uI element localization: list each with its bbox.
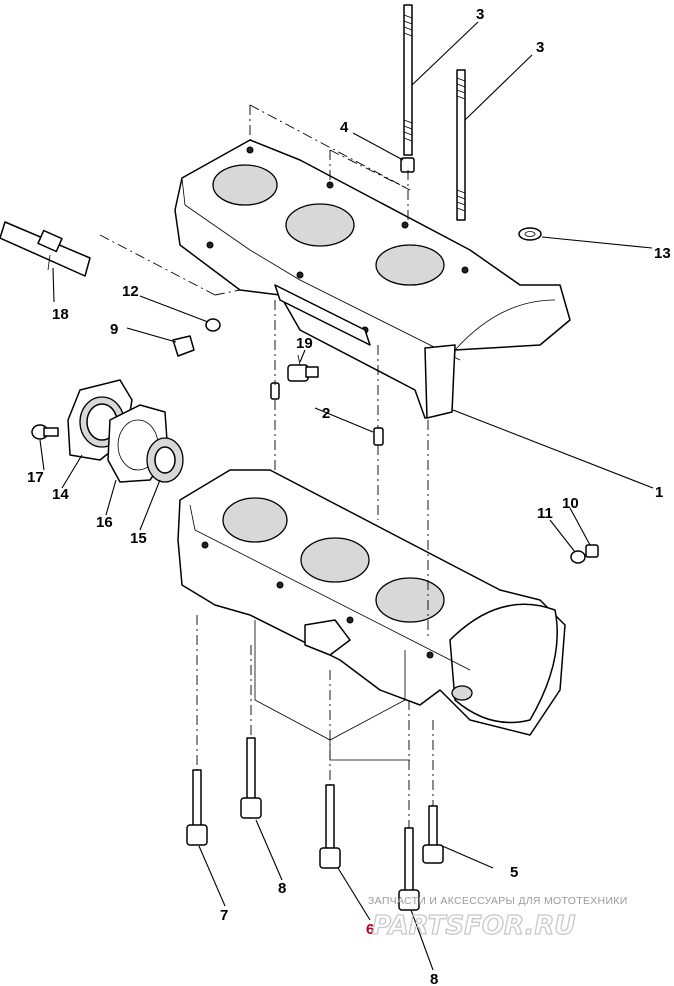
dowel-pin-2a	[270, 382, 280, 400]
callout-labels: 1 2 3 3 4 5 6 7 8 8 9 10 11 12 13 14 15 …	[27, 6, 671, 986]
callout-2: 2	[322, 405, 330, 422]
callout-6: 6	[366, 921, 374, 938]
washer-13	[518, 227, 542, 241]
stud-3-long	[403, 4, 413, 156]
bolt-8a	[240, 737, 262, 819]
stud-3-short	[456, 69, 466, 221]
callout-17: 17	[27, 469, 44, 486]
callout-12: 12	[122, 283, 139, 300]
upper-crankcase	[174, 139, 571, 419]
bolt-8b	[398, 827, 420, 911]
dowel-pin-2b	[373, 427, 384, 446]
watermark: ЗАПЧАСТИ И АКСЕССУАРЫ ДЛЯ МОТОТЕХНИКИ PA…	[368, 895, 628, 942]
callout-7: 7	[220, 907, 228, 924]
callout-3-b: 3	[536, 39, 544, 56]
callout-19: 19	[296, 335, 313, 352]
callout-3-a: 3	[476, 6, 484, 23]
callout-8-b: 8	[430, 971, 438, 986]
washer-11	[570, 550, 586, 564]
callout-11: 11	[537, 505, 553, 522]
screw-17	[31, 424, 59, 440]
bolt-7	[186, 769, 208, 846]
washer-12	[205, 318, 221, 332]
callout-10: 10	[562, 495, 579, 512]
callout-1: 1	[655, 484, 663, 501]
callout-8-a: 8	[278, 880, 286, 897]
watermark-logo: PARTSFOR.RU	[372, 911, 575, 941]
bolt-6	[319, 784, 341, 869]
callout-5: 5	[510, 864, 518, 881]
callout-4: 4	[340, 119, 349, 136]
plug-9	[172, 335, 195, 357]
lower-crankcase	[177, 469, 566, 761]
watermark-caption: ЗАПЧАСТИ И АКСЕССУАРЫ ДЛЯ МОТОТЕХНИКИ	[368, 895, 628, 907]
callout-18: 18	[52, 306, 69, 323]
sensor-19	[287, 354, 319, 382]
nut-4	[400, 157, 415, 173]
hose-18	[0, 221, 91, 277]
callout-9: 9	[110, 321, 118, 338]
bolt-5	[422, 805, 444, 864]
seal-15	[146, 437, 184, 483]
leader-lines	[39, 21, 654, 971]
bolt-10	[585, 544, 599, 558]
alignment-lines	[99, 104, 434, 828]
callout-14: 14	[52, 486, 69, 503]
callout-15: 15	[130, 530, 147, 547]
callout-16: 16	[96, 514, 113, 531]
callout-13: 13	[654, 245, 671, 262]
